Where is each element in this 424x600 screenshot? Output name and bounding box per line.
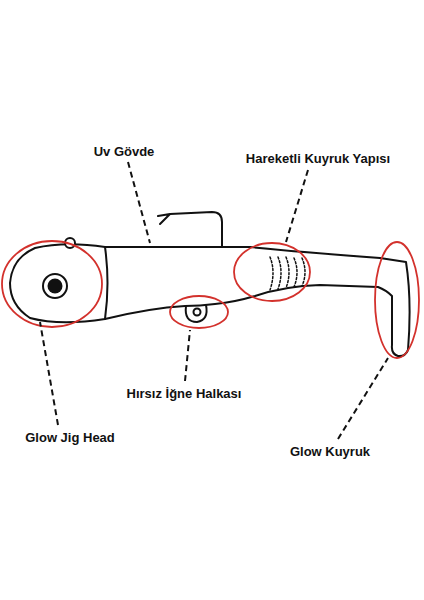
part-label: Glow Kuyruk [288,443,372,460]
leader-line [338,358,388,439]
part-label: Uv Gövde [92,143,157,160]
lure-body [10,244,410,356]
stinger-hole [194,309,201,316]
leader-line [128,162,150,243]
tail-structure-highlight [234,243,310,301]
tail-ribs [270,257,305,290]
leader-line [185,330,190,381]
hook [158,212,222,247]
eye-ring [43,274,67,298]
stinger-ring [186,305,207,322]
leader-line [286,170,308,242]
tail-highlight [375,242,419,358]
leader-line [40,322,58,425]
part-label: Hırsız İğne Halkası [125,385,244,402]
head-highlight [2,241,102,327]
part-label: Glow Jig Head [23,429,117,446]
eye-pupil [48,279,63,294]
part-label: Hareketli Kuyruk Yapısı [244,150,392,167]
head-joint [105,247,108,319]
ring-highlight [170,296,228,328]
